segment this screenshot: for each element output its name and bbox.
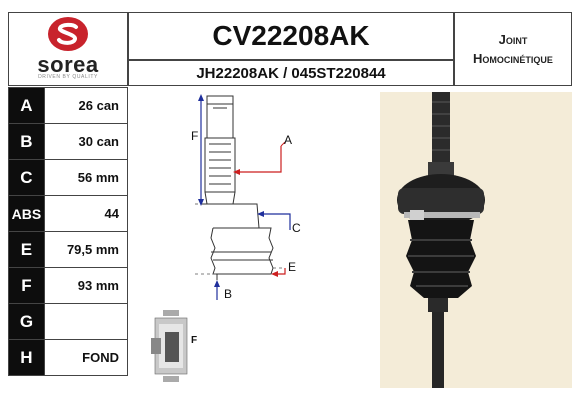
product-photo <box>380 92 572 388</box>
label-b: B <box>224 287 232 301</box>
product-type: Joint Homocinétique <box>454 12 572 86</box>
joint-thumbnail <box>151 310 188 382</box>
spec-row-g: G <box>8 303 129 340</box>
product-type-box <box>454 12 572 86</box>
spec-key: ABS <box>8 195 45 232</box>
label-c: C <box>292 221 301 235</box>
brand-slogan: DRIVEN BY QUALITY <box>38 74 98 80</box>
spec-value: 26 can <box>43 87 129 124</box>
spec-value: 30 can <box>43 123 129 160</box>
spec-key: F <box>8 267 45 304</box>
brand-name: sorea <box>37 52 99 77</box>
spec-value: FOND <box>43 339 129 376</box>
label-e: E <box>288 260 296 274</box>
spec-key: H <box>8 339 45 376</box>
spec-value: 44 <box>43 195 129 232</box>
product-type-line1: Joint <box>498 32 528 47</box>
spec-value: 56 mm <box>43 159 129 196</box>
spec-value: 79,5 mm <box>43 231 129 268</box>
spec-key: E <box>8 231 45 268</box>
reference-box <box>128 12 454 60</box>
label-f: F <box>191 129 198 143</box>
label-a: A <box>284 133 292 147</box>
spec-value <box>43 303 129 340</box>
product-type-line2: Homocinétique <box>473 51 553 66</box>
spec-value: 93 mm <box>43 267 129 304</box>
spec-key: B <box>8 123 45 160</box>
part-reference: CV22208AK <box>212 20 370 51</box>
spec-key: G <box>8 303 45 340</box>
spec-key: A <box>8 87 45 124</box>
logo-box <box>8 12 128 86</box>
sorea-logo-icon <box>48 17 88 51</box>
label-thumb-f: F <box>191 335 197 346</box>
shaft-outline <box>201 95 274 280</box>
technical-diagram: F A C E B F <box>151 94 301 382</box>
cross-reference-box <box>128 60 454 86</box>
spec-key: C <box>8 159 45 196</box>
cross-references: JH22208AK / 045ST220844 <box>196 64 386 82</box>
